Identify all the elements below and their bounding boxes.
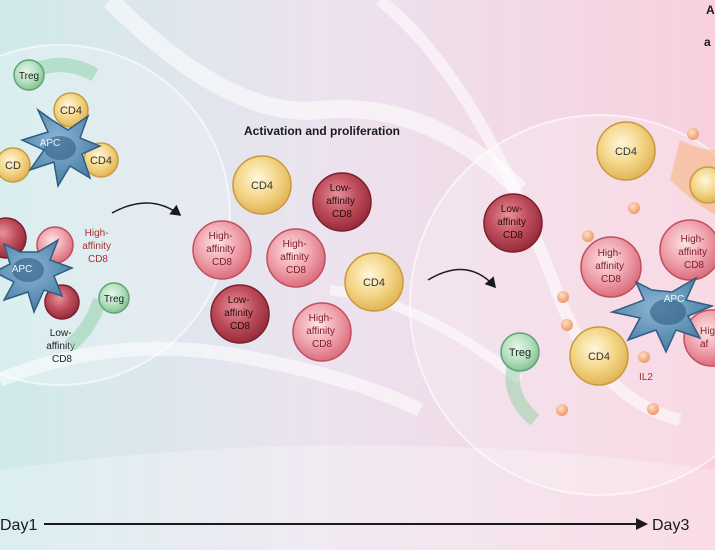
cd4-label: CD4 bbox=[60, 105, 82, 117]
cd4-cell-clipped bbox=[689, 166, 715, 204]
il2-particle bbox=[556, 404, 568, 416]
high-affinity-cd8-partial-label: Hig af bbox=[700, 326, 715, 350]
apc-label: APC bbox=[664, 294, 685, 305]
cd4-label: CD4 bbox=[90, 155, 112, 167]
cd4-label: CD4 bbox=[588, 351, 610, 363]
timeline-end-label: Day3 bbox=[652, 517, 689, 534]
low-affinity-cd8-label: Low- affinity CD8 bbox=[224, 295, 256, 332]
cd4-cell bbox=[0, 147, 31, 183]
day3-cluster: Low- affinity CD8 CD4 High- affinity CD8… bbox=[483, 121, 715, 426]
il2-particles bbox=[556, 128, 699, 416]
high-affinity-cd8-label: High- affinity CD8 bbox=[206, 231, 238, 268]
high-affinity-cd8-cell bbox=[580, 236, 642, 298]
high-affinity-cd8-caption: High- affinity CD8 bbox=[82, 228, 114, 265]
il2-particle bbox=[638, 351, 650, 363]
day1-cluster-bottom: APC High- affinity CD8 Low- affinity CD8… bbox=[0, 217, 130, 365]
treg-label: Treg bbox=[104, 294, 124, 305]
day1-cluster-top: Treg CD4 CD4 CD APC bbox=[0, 58, 119, 189]
apc-nucleus bbox=[44, 136, 76, 160]
treg-trail bbox=[65, 297, 107, 351]
activation-title: Activation and proliferation bbox=[244, 124, 400, 138]
high-affinity-cd8-label: High- affinity CD8 bbox=[678, 234, 710, 271]
progression-arrow bbox=[427, 268, 496, 289]
high-affinity-cd8-cell bbox=[192, 220, 252, 280]
clipped-heading-line2: a bbox=[704, 35, 711, 49]
low-affinity-cd8-label: Low- affinity CD8 bbox=[326, 183, 358, 220]
high-affinity-cd8-cell bbox=[292, 302, 352, 362]
high-affinity-cd8-cell bbox=[659, 219, 715, 281]
treg-cell bbox=[98, 282, 130, 314]
cd4-cell bbox=[569, 326, 629, 386]
timeline: Day1 Day3 bbox=[0, 517, 689, 534]
il2-particle bbox=[561, 319, 573, 331]
il2-particle bbox=[647, 403, 659, 415]
il2-particle bbox=[557, 291, 569, 303]
cd4-partial-label: CD bbox=[5, 160, 21, 172]
high-affinity-cd8-cell bbox=[266, 228, 326, 288]
tissue-fibers bbox=[0, 0, 680, 420]
treg-label: Treg bbox=[19, 71, 39, 82]
il2-particle bbox=[582, 230, 594, 242]
high-affinity-cd8-label: High- affinity CD8 bbox=[280, 239, 312, 276]
progression-arrow bbox=[111, 202, 182, 216]
treg-cell bbox=[500, 332, 540, 372]
cd4-label: CD4 bbox=[615, 146, 637, 158]
apc-nucleus bbox=[650, 299, 686, 325]
cd4-label: CD4 bbox=[363, 277, 385, 289]
proliferation-cluster: CD4 Low- affinity CD8 High- affinity CD8… bbox=[192, 155, 404, 362]
cd4-cell bbox=[344, 252, 404, 312]
low-affinity-cd8-label: Low- affinity CD8 bbox=[497, 204, 529, 241]
treg-cell bbox=[13, 59, 45, 91]
high-affinity-cd8-label: High- affinity CD8 bbox=[306, 313, 338, 350]
cd4-cell bbox=[596, 121, 656, 181]
low-affinity-cd8-cell bbox=[210, 284, 270, 344]
timeline-arrowhead bbox=[636, 518, 648, 530]
il2-label: IL2 bbox=[639, 372, 653, 383]
il2-particle bbox=[687, 128, 699, 140]
low-affinity-cd8-caption: Low- affinity CD8 bbox=[46, 328, 78, 365]
cd4-label: CD4 bbox=[251, 180, 273, 192]
low-affinity-cd8-cell bbox=[312, 172, 372, 232]
apc-label: APC bbox=[40, 138, 61, 149]
timeline-start-label: Day1 bbox=[0, 517, 37, 534]
il2-particle bbox=[628, 202, 640, 214]
high-affinity-cd8-label: High- affinity CD8 bbox=[595, 248, 627, 285]
clipped-heading-line1: A bbox=[706, 3, 715, 17]
cd4-cell bbox=[232, 155, 292, 215]
treg-label: Treg bbox=[509, 347, 531, 359]
apc-label: APC bbox=[12, 264, 33, 275]
low-affinity-cd8-cell bbox=[483, 193, 543, 253]
apc-nucleus bbox=[12, 258, 44, 282]
